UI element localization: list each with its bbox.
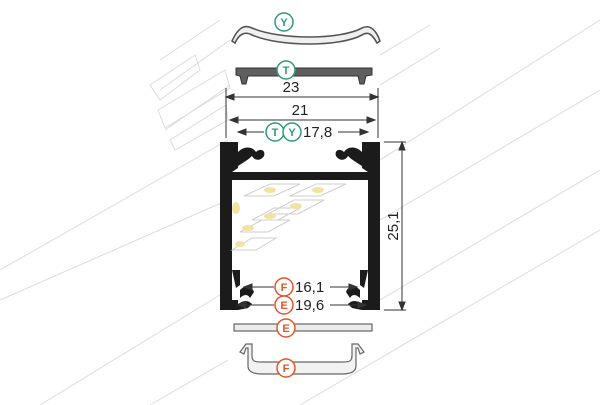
svg-text:E: E (282, 323, 289, 335)
badge-y-cover: Y (274, 12, 294, 32)
perspective-ghost-lines (0, 19, 600, 405)
svg-text:F: F (281, 282, 288, 294)
dimension-bottom-f-label: 16,1 (295, 279, 324, 296)
badge-t-cover: T (276, 60, 296, 80)
svg-text:F: F (283, 363, 290, 375)
dimension-bottom-f-badge: F (274, 277, 294, 297)
dimension-bottom-e (236, 301, 368, 309)
dimension-width-inner-label: 21 (292, 102, 309, 119)
dimension-cover-slot-badge-y: Y (282, 122, 302, 142)
badge-e-cover: E (276, 318, 296, 338)
svg-text:Y: Y (288, 127, 296, 139)
led-strip-illustration (230, 183, 347, 251)
aluminium-profile (220, 142, 380, 310)
dimension-bottom-f (242, 283, 359, 291)
svg-text:T: T (283, 65, 290, 77)
dimension-width-inner (228, 116, 377, 124)
badge-f-cover: F (276, 358, 296, 378)
dimension-bottom-e-label: 19,6 (295, 297, 324, 314)
dimension-bottom-e-badge: E (274, 295, 294, 315)
svg-text:Y: Y (280, 17, 288, 29)
dimension-cover-slot-label: 17,8 (303, 124, 332, 141)
svg-text:T: T (272, 127, 279, 139)
dimension-width-outer-label: 23 (283, 79, 300, 96)
dimension-cover-slot-badge-t: T (265, 122, 285, 142)
cover-t-shape (235, 67, 373, 85)
cover-f-shape (239, 343, 365, 375)
svg-text:E: E (280, 300, 287, 312)
cover-e-shape (233, 323, 373, 332)
dimension-width-outer (224, 88, 380, 138)
dimension-height (384, 140, 406, 312)
cover-y-shape (230, 25, 381, 45)
dimension-height-label: 25,1 (385, 211, 402, 240)
dimension-cover-slot (236, 128, 370, 136)
led-chips (232, 187, 324, 247)
